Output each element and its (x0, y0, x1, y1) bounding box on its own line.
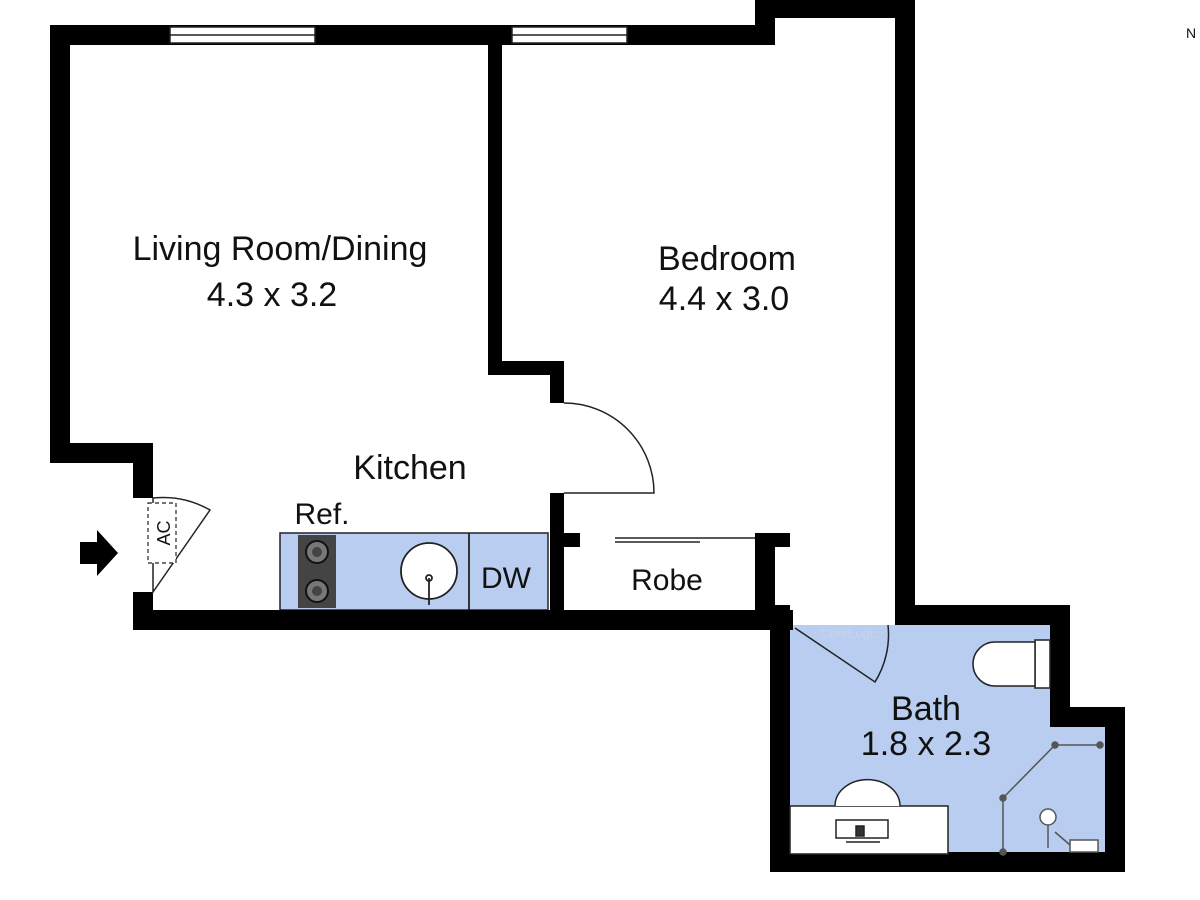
bath-name: Bath (891, 690, 961, 728)
room-labels: Living Room/Dining 4.3 x 3.2 Bedroom 4.4… (133, 230, 992, 763)
doors (152, 402, 890, 684)
living-name: Living Room/Dining (133, 230, 428, 268)
windows (169, 26, 628, 44)
bath-door-swing-icon (794, 624, 890, 684)
shower-icon (999, 741, 1104, 856)
bedroom-dims: 4.4 x 3.0 (659, 280, 789, 318)
door-swing-icon (563, 402, 655, 494)
bedroom-name: Bedroom (658, 240, 796, 278)
north-label: N (1186, 25, 1196, 41)
sink-icon (400, 533, 470, 610)
entry-door-swing-icon (152, 496, 212, 595)
walls (50, 0, 1125, 872)
dw-label: DW (481, 562, 532, 595)
ac-unit: AC (147, 502, 177, 564)
living-dims: 4.3 x 3.2 (207, 276, 337, 314)
ref-label: Ref. (294, 498, 349, 531)
robe-name: Robe (631, 564, 703, 597)
bath-dims: 1.8 x 2.3 (861, 725, 991, 763)
cooktop-icon (298, 535, 336, 608)
entry-arrow-icon (80, 530, 118, 576)
watermark: CoreLogic (820, 626, 880, 641)
kitchen-name: Kitchen (353, 449, 466, 487)
ac-label: AC (154, 520, 174, 545)
basin-icon (789, 778, 949, 855)
toilet-icon (972, 639, 1051, 689)
